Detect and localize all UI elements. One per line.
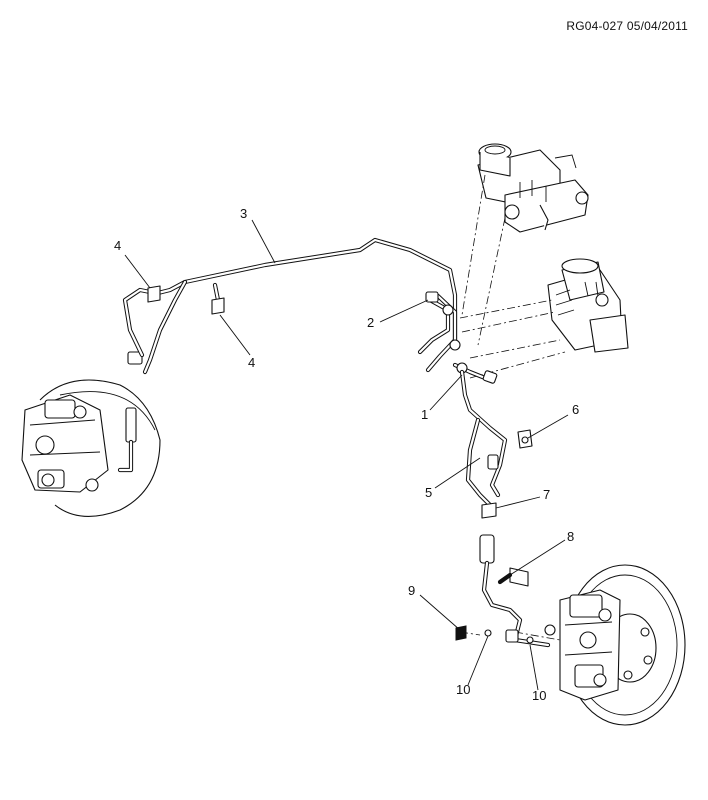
rear-brake-hose [479,534,551,648]
callout-4-upper: 4 [114,238,122,253]
callout-1: 1 [421,407,429,422]
rear-brake-assembly [544,564,686,726]
callout-10-left: 10 [456,682,471,697]
callout-2: 2 [367,315,375,330]
callout-5: 5 [425,485,433,500]
callout-8: 8 [567,529,575,544]
brake-pipe-front [142,237,458,375]
diagram-reference-code: RG04-027 05/04/2011 [566,19,688,33]
callout-4-lower: 4 [248,355,256,370]
abs-modulator [547,258,629,353]
brake-pipe-rear [459,369,508,508]
callout-10-right: 10 [532,688,547,703]
callout-6: 6 [572,402,580,417]
small-clips-and-bolts [147,285,534,644]
callout-7: 7 [543,487,551,502]
master-cylinder [477,143,589,233]
front-brake-assembly [21,287,161,517]
callout-3: 3 [240,206,248,221]
callout-leaders [124,219,569,691]
brake-pipes-modulator [417,291,498,384]
callout-9: 9 [408,583,416,598]
